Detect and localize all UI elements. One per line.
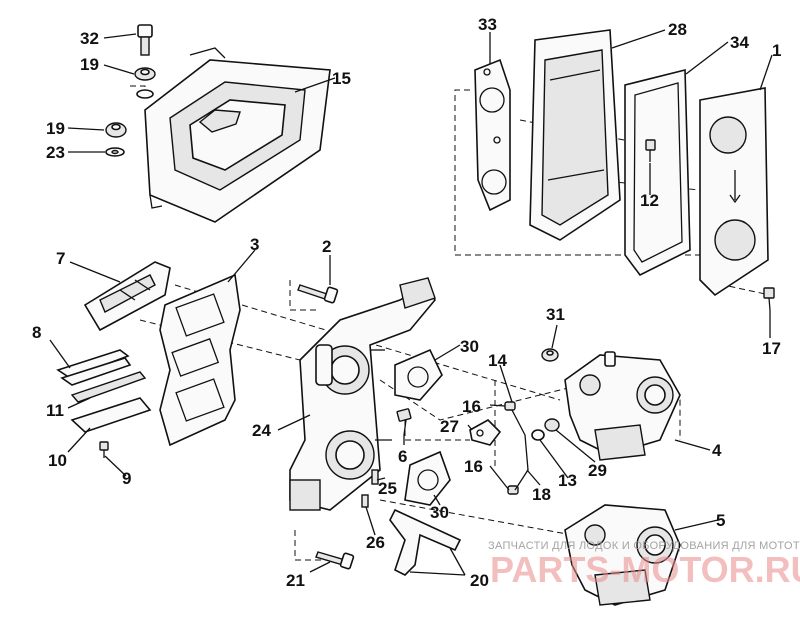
label-part-9: 9	[122, 469, 131, 488]
part-16-clip-lower	[507, 485, 519, 495]
label-part-19-top: 19	[80, 55, 99, 74]
part-21-bolt	[315, 551, 355, 570]
part-16-clip-upper	[504, 401, 516, 411]
part-27-bracket	[469, 419, 502, 446]
part-25-stud	[371, 469, 379, 485]
part-17-screw	[763, 287, 775, 311]
part-2-bolt	[297, 284, 339, 304]
label-part-23: 23	[46, 143, 65, 162]
part-29-nut	[544, 418, 560, 432]
label-part-8: 8	[32, 323, 41, 342]
part-33-gasket	[474, 58, 511, 212]
part-7-reed-block	[83, 261, 171, 332]
label-part-24: 24	[252, 421, 271, 440]
part-30-gasket-lower	[404, 450, 451, 506]
part-19-grommet-lower	[105, 122, 127, 138]
part-6-screw	[396, 408, 412, 436]
label-part-25: 25	[378, 479, 397, 498]
part-3-gasket	[159, 273, 241, 447]
label-part-1: 1	[772, 41, 781, 60]
part-19-washer-top	[134, 67, 156, 99]
part-32-screw	[137, 24, 153, 56]
label-part-32: 32	[80, 29, 99, 48]
part-30-gasket-upper	[394, 348, 443, 401]
part-8-reeds	[56, 349, 132, 386]
label-part-21: 21	[286, 571, 305, 590]
label-part-10: 10	[48, 451, 67, 470]
label-part-29: 29	[588, 461, 607, 480]
label-part-11: 11	[46, 401, 64, 420]
label-part-20: 20	[470, 571, 489, 590]
part-number-labels: 32 19 15 19 23 33 28 34 1 12 17 7 3 2 8 …	[32, 15, 781, 590]
part-4-carburetor-upper	[564, 351, 681, 461]
part-34-gasket	[624, 68, 691, 277]
label-part-30-lower: 30	[430, 503, 449, 522]
label-part-13: 13	[558, 471, 577, 490]
label-part-17: 17	[762, 339, 781, 358]
part-11-reed-stop	[70, 371, 147, 403]
label-part-12: 12	[640, 191, 659, 210]
watermark: ЗАПЧАСТИ ДЛЯ ЛОДОК И ОБОРУДОВАНИЯ ДЛЯ МО…	[488, 540, 800, 590]
label-part-28: 28	[668, 20, 687, 39]
part-13-washer	[531, 429, 545, 441]
label-part-3: 3	[250, 235, 259, 254]
label-part-7: 7	[56, 249, 65, 268]
label-part-2: 2	[322, 237, 331, 256]
part-26-pin	[361, 494, 369, 508]
label-part-26: 26	[366, 533, 385, 552]
label-part-4: 4	[712, 441, 722, 460]
part-23-washer	[105, 147, 125, 157]
label-part-16-lower: 16	[464, 457, 483, 476]
label-part-19-lower: 19	[46, 119, 65, 138]
watermark-logo: PARTS-MOTOR.RU	[490, 549, 800, 590]
label-part-15: 15	[332, 69, 351, 88]
label-part-27: 27	[440, 417, 459, 436]
part-18-link-rod	[511, 409, 529, 491]
label-part-5: 5	[716, 511, 725, 530]
label-part-31: 31	[546, 305, 565, 324]
part-28-silencer-base	[529, 29, 621, 241]
label-part-34: 34	[730, 33, 749, 52]
label-part-16-upper: 16	[462, 397, 481, 416]
part-12-screw	[645, 139, 656, 162]
label-part-14: 14	[488, 351, 507, 370]
label-part-18: 18	[532, 485, 551, 504]
leader-lines	[49, 29, 773, 576]
label-part-30-upper: 30	[460, 337, 479, 356]
label-part-6: 6	[398, 447, 407, 466]
part-5-carburetor-lower	[564, 504, 681, 606]
watermark-tagline: ЗАПЧАСТИ ДЛЯ ЛОДОК И ОБОРУДОВАНИЯ ДЛЯ МО…	[488, 540, 800, 552]
part-1-silencer-plate	[699, 87, 769, 297]
part-31-nut	[541, 348, 559, 362]
part-10-plate	[70, 397, 152, 433]
part-9-screw	[99, 441, 109, 458]
label-part-33: 33	[478, 15, 497, 34]
part-15-silencer-cover	[144, 47, 331, 223]
part-20-hose	[389, 508, 462, 576]
part-24-intake-manifold	[289, 277, 436, 511]
